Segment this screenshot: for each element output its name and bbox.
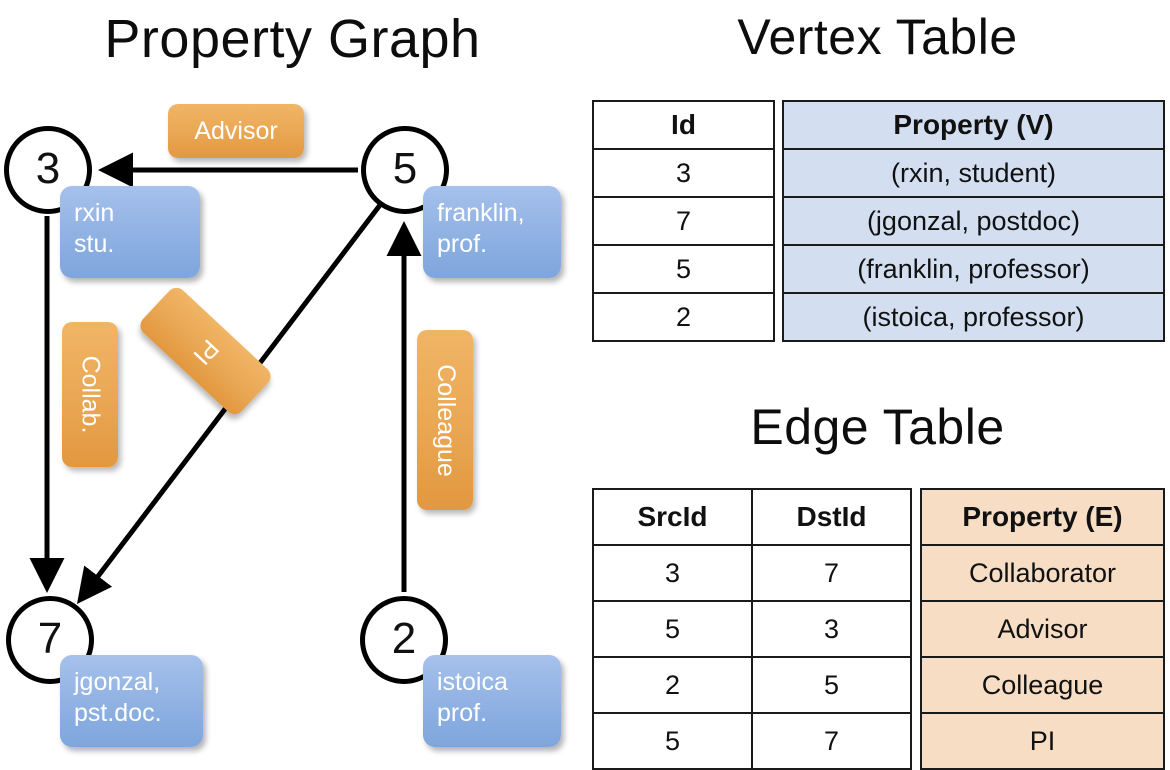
table-row[interactable]: Advisor	[920, 600, 1165, 658]
graph-node-2-label: 2	[391, 614, 417, 664]
table-row[interactable]: (rxin, student)	[782, 148, 1165, 198]
table-row[interactable]: 5 7	[592, 712, 912, 770]
graph-node-7-label: 7	[37, 614, 63, 664]
table-row[interactable]: 7	[592, 196, 775, 246]
edge-table-cell-property: PI	[920, 712, 1165, 770]
table-header-row: SrcId DstId	[592, 488, 912, 546]
table-row[interactable]: (jgonzal, postdoc)	[782, 196, 1165, 246]
graph-node-5-label: 5	[392, 144, 418, 194]
edge-table-cell-srcid: 5	[592, 712, 753, 770]
graph-edge-label-pi-text: PI	[187, 333, 225, 370]
edge-table-header-srcid: SrcId	[592, 488, 753, 546]
edge-table-header-property: Property (E)	[920, 488, 1165, 546]
table-row[interactable]: Colleague	[920, 656, 1165, 714]
graph-edge-label-colleague: Colleague	[417, 330, 473, 510]
graph-node-3-property-box: rxin stu.	[60, 186, 200, 278]
vertex-table-cell-id: 2	[592, 292, 775, 342]
graph-node-5-property-box: franklin, prof.	[423, 186, 561, 278]
edge-table-cell-srcid: 2	[592, 656, 753, 714]
graph-edge-label-collab-text: Collab.	[76, 355, 105, 434]
graph-node-7-property-box: jgonzal, pst.doc.	[60, 655, 203, 747]
table-header-row: Property (V)	[782, 100, 1165, 150]
graph-node-5[interactable]: 5	[361, 126, 449, 214]
edge-table-id-columns: SrcId DstId 3 7 5 3 2 5 5 7	[592, 488, 912, 770]
vertex-table-cell-property: (franklin, professor)	[782, 244, 1165, 294]
vertex-table-id-column: Id 3 7 5 2	[592, 100, 775, 342]
edge-table-cell-dstid: 5	[751, 656, 912, 714]
graph-edge-label-advisor-text: Advisor	[194, 116, 278, 145]
edge-table-cell-property: Collaborator	[920, 544, 1165, 602]
table-row[interactable]: 5 3	[592, 600, 912, 658]
edge-table-cell-dstid: 3	[751, 600, 912, 658]
table-row[interactable]: (franklin, professor)	[782, 244, 1165, 294]
property-graph-diagram: 3 5 7 2 rxin stu. franklin, prof. jgonza…	[0, 0, 585, 760]
graph-edge-label-colleague-text: Colleague	[431, 363, 460, 477]
edge-table-cell-srcid: 5	[592, 600, 753, 658]
graph-node-3-label: 3	[35, 144, 61, 194]
edge-table-property-column: Property (E) Collaborator Advisor Collea…	[920, 488, 1165, 770]
edge-table-cell-dstid: 7	[751, 712, 912, 770]
graph-edge-label-advisor: Advisor	[168, 104, 304, 158]
table-row[interactable]: 2	[592, 292, 775, 342]
edge-table-cell-property: Colleague	[920, 656, 1165, 714]
vertex-table-cell-property: (rxin, student)	[782, 148, 1165, 198]
page-title-property-graph: Property Graph	[104, 9, 481, 69]
edge-table-header-dstid: DstId	[751, 488, 912, 546]
graph-node-2[interactable]: 2	[360, 596, 448, 684]
table-row[interactable]: PI	[920, 712, 1165, 770]
table-row[interactable]: 5	[592, 244, 775, 294]
vertex-table-cell-id: 5	[592, 244, 775, 294]
vertex-table-cell-id: 3	[592, 148, 775, 198]
table-header-row: Property (E)	[920, 488, 1165, 546]
edge-table-cell-srcid: 3	[592, 544, 753, 602]
table-row[interactable]: 2 5	[592, 656, 912, 714]
table-row[interactable]: Collaborator	[920, 544, 1165, 602]
vertex-table-header-id: Id	[592, 100, 775, 150]
vertex-table-cell-property: (jgonzal, postdoc)	[782, 196, 1165, 246]
graph-edge-label-collab: Collab.	[62, 322, 118, 467]
vertex-table-cell-id: 7	[592, 196, 775, 246]
table-row[interactable]: 3 7	[592, 544, 912, 602]
edge-table-cell-dstid: 7	[751, 544, 912, 602]
edge-table-cell-property: Advisor	[920, 600, 1165, 658]
vertex-table-cell-property: (istoica, professor)	[782, 292, 1165, 342]
table-header-row: Id	[592, 100, 775, 150]
page-title-vertex-table: Vertex Table	[737, 9, 1018, 65]
table-row[interactable]: 3	[592, 148, 775, 198]
vertex-table-header-property: Property (V)	[782, 100, 1165, 150]
vertex-table-property-column: Property (V) (rxin, student) (jgonzal, p…	[782, 100, 1165, 342]
graph-node-2-property-box: istoica prof.	[423, 655, 561, 747]
page-title-edge-table: Edge Table	[750, 399, 1005, 455]
table-row[interactable]: (istoica, professor)	[782, 292, 1165, 342]
